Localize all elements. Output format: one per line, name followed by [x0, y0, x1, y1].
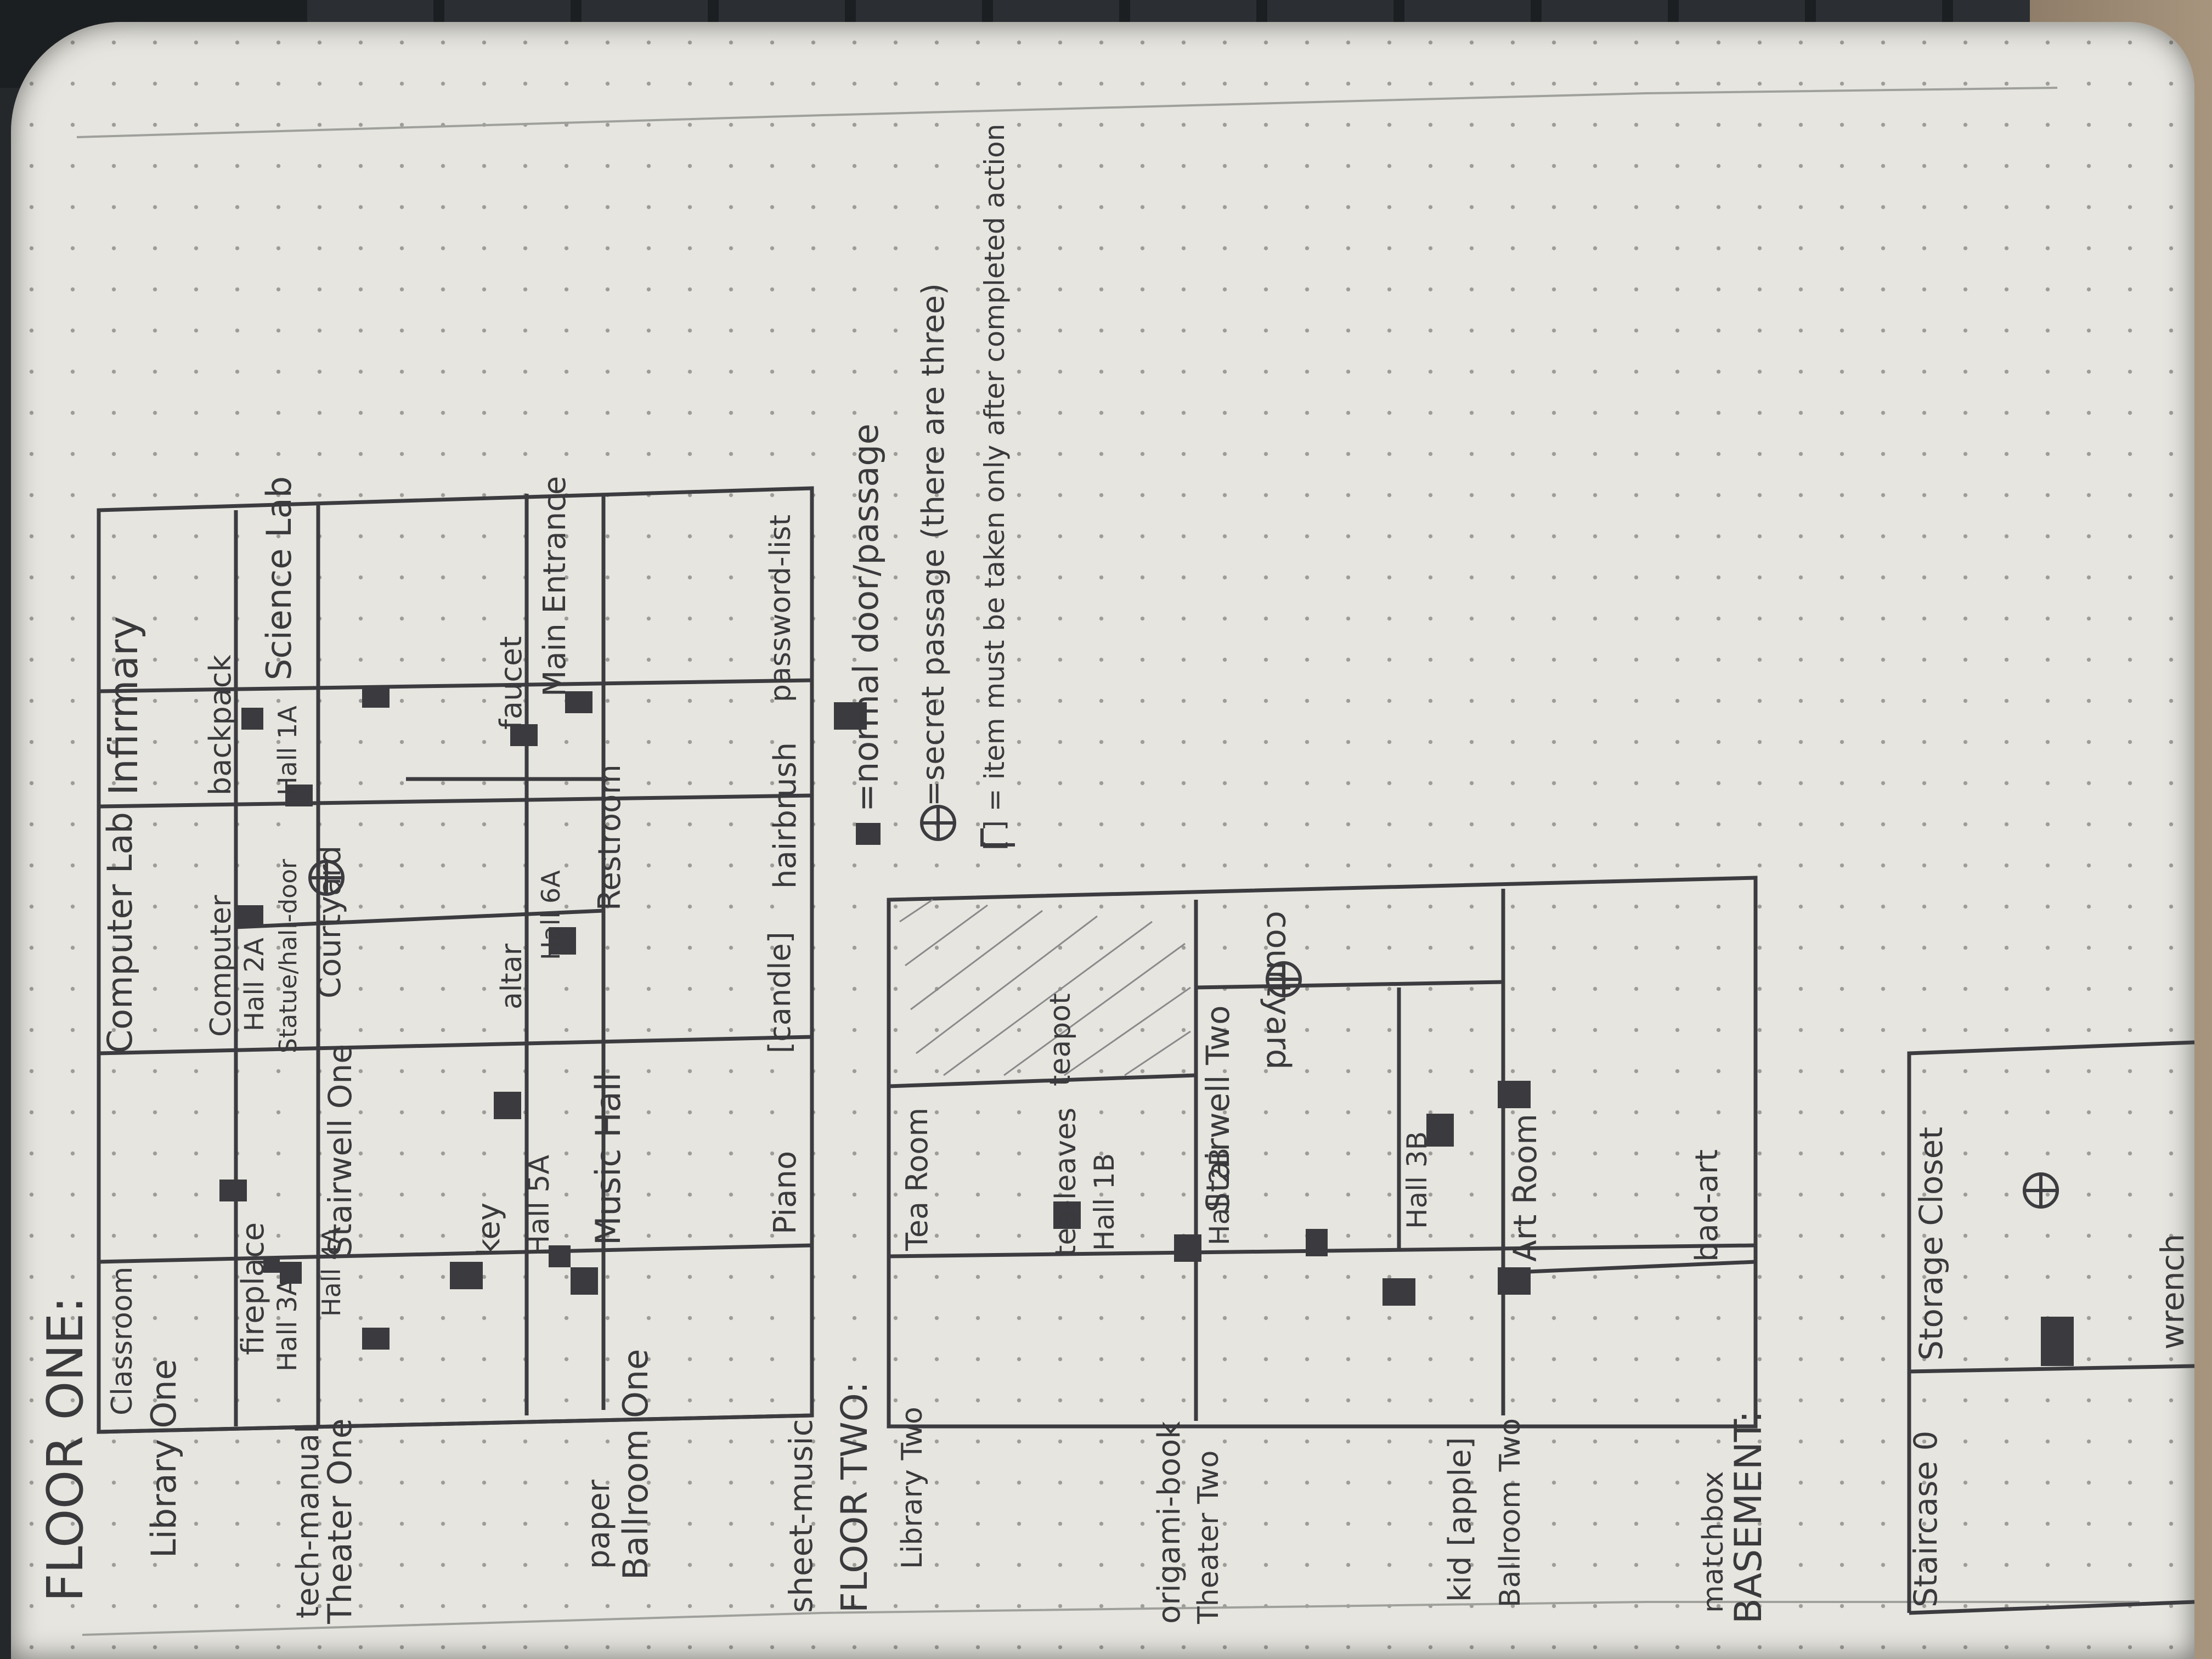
item-paper: paper — [581, 1479, 617, 1569]
item-sheet-music: sheet-music — [782, 1419, 820, 1613]
room-ballroom-two: Ballroom Two — [1494, 1418, 1527, 1607]
legend-item-rule: [ ] = item must be taken only after comp… — [979, 124, 1011, 850]
item-password-list: password-list — [764, 515, 797, 702]
room-computer-lab: Computer Lab — [100, 812, 140, 1053]
room-hall-2b: Hall 2B — [1204, 1148, 1235, 1245]
room-hall-1b: Hall 1B — [1088, 1153, 1120, 1251]
room-hall-1a: Hall 1A — [273, 706, 302, 795]
hatched-area — [899, 899, 1191, 1076]
room-hall-3b: Hall 3B — [1401, 1131, 1433, 1229]
room-classroom: Classroom — [106, 1267, 139, 1415]
item-backpack: backpack — [203, 654, 238, 795]
room-stairwell-one: Stairwell One — [321, 1044, 359, 1256]
item-fireplace: fireplace — [235, 1222, 271, 1355]
room-hall-2a: Hall 2A — [239, 938, 270, 1031]
room-library-one: Library One — [144, 1359, 184, 1558]
room-stairwell-two: Stairwell Two — [1199, 1005, 1237, 1212]
room-staircase-zero: Staircase 0 — [1907, 1431, 1944, 1607]
legend-normal-door: =normal door/passage — [846, 424, 886, 812]
room-ballroom-one: Ballroom One — [616, 1349, 656, 1580]
room-theater-two: Theater Two — [1192, 1451, 1225, 1624]
room-restroom: Restroom — [592, 764, 628, 911]
item-key: key — [471, 1203, 507, 1256]
floor-two-title: FLOOR TWO: — [833, 1381, 876, 1613]
secret-passage-icon — [2023, 1172, 2059, 1209]
item-tea-leaves: tea-leaves — [1049, 1108, 1082, 1256]
item-hairbrush: hairbrush — [768, 742, 803, 889]
door-markers — [219, 686, 2074, 1366]
legend-door-icon — [856, 823, 881, 845]
item-matchbox: matchbox — [1697, 1471, 1730, 1613]
floor-one-plan — [97, 486, 814, 1434]
room-main-entrance: Main Entrance — [537, 476, 573, 697]
item-wrench: wrench — [2154, 1234, 2191, 1350]
secret-passage-icons — [308, 805, 2059, 1209]
item-statue-hall-door: Statue/hall-door — [274, 859, 302, 1053]
item-bad-art: bad-art — [1689, 1149, 1725, 1262]
item-faucet: faucet — [494, 636, 528, 730]
page-frame — [76, 87, 2140, 1636]
room-art-room: Art Room — [1506, 1114, 1544, 1262]
room-infirmary: Infirmary — [100, 616, 146, 795]
legend-secret-passage: =secret passage (there are three) — [916, 283, 951, 806]
room-music-hall: Music Hall — [588, 1073, 628, 1245]
room-hall-6a: Hall 6A — [536, 870, 566, 960]
basement-title: BASEMENT: — [1727, 1410, 1770, 1624]
basement-plan — [1907, 1040, 2195, 1615]
item-tech-manual: tech-manual — [290, 1425, 326, 1618]
room-library-two: Library Two — [896, 1407, 929, 1569]
item-teapot: teapot — [1044, 994, 1077, 1086]
room-storage-closet: Storage Closet — [1912, 1127, 1950, 1361]
floor-two-plan — [887, 876, 1758, 1429]
legend-bracket-icon — [980, 828, 1015, 847]
room-science-lab: Science Lab — [259, 476, 299, 680]
item-piano: Piano — [768, 1151, 803, 1234]
item-origami-book: origami-book — [1152, 1421, 1187, 1624]
secret-passage-icon — [1266, 961, 1302, 997]
room-theater-one: Theater One — [321, 1418, 359, 1624]
item-candle: [candle] — [763, 932, 797, 1053]
room-courtyard: Courtyard — [312, 845, 348, 998]
item-kid-apple: kid [apple] — [1442, 1437, 1478, 1602]
notebook-page — [11, 22, 2194, 1659]
room-hall-3a: Hall 3A — [272, 1278, 303, 1372]
secret-passage-icon — [308, 860, 345, 896]
item-altar: altar — [495, 943, 528, 1009]
floor-one-title: FLOOR ONE: — [37, 1296, 94, 1602]
room-hall-4a: Hall 4A — [317, 1227, 346, 1317]
item-computer: Computer — [205, 895, 238, 1037]
room-hall-5a: Hall 5A — [523, 1155, 556, 1256]
room-tea-room: Tea Room — [900, 1108, 934, 1251]
secret-passage-icon — [920, 805, 956, 841]
room-courtyard-two: courtyard — [1259, 911, 1297, 1070]
